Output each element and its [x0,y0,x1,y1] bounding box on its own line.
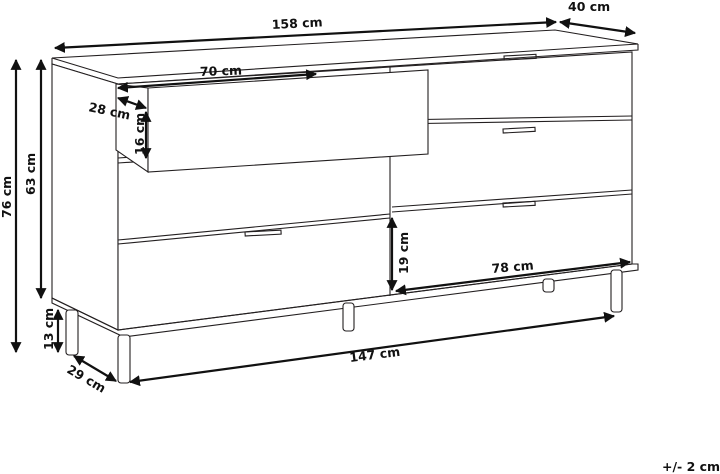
dresser-drawing [51,29,639,384]
bottom-drawer-height-label: 19 cm [396,232,411,274]
body-height-label: 63 cm [23,153,38,195]
leg-depth-span-label: 29 cm [65,362,109,396]
depth-label: 40 cm [568,0,610,14]
leg-width-span-label: 147 cm [349,344,401,365]
dimension-lines [10,17,637,387]
right-drawer-width-label: 78 cm [491,257,534,276]
leg-height-label: 13 cm [41,308,56,350]
drawer-height-label: 16 cm [132,113,147,155]
total-width-label: 158 cm [271,14,323,32]
total-height-label: 76 cm [0,176,14,218]
tolerance-label: +/- 2 cm [662,459,720,474]
drawer-width-label: 70 cm [200,63,243,79]
